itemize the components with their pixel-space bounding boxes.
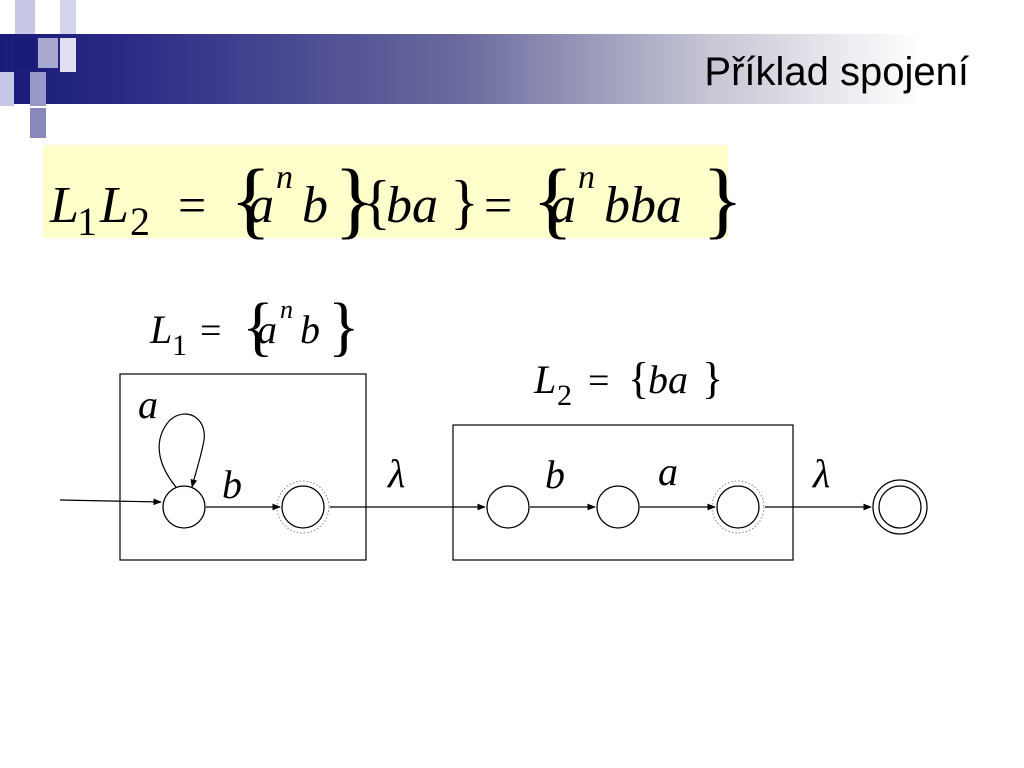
edge-label-lambda-1: λ bbox=[387, 451, 405, 496]
state-accept-outer bbox=[872, 479, 928, 535]
label-L1-a: a bbox=[257, 307, 277, 352]
slide-title: Příklad spojení bbox=[704, 50, 969, 94]
formula-set2-close-brace: } bbox=[450, 169, 479, 235]
decor-square bbox=[30, 72, 46, 106]
formula-set3-bba: bba bbox=[604, 177, 682, 234]
label-L1-letter: L bbox=[149, 307, 172, 352]
label-L2-ba: ba bbox=[648, 357, 688, 402]
state-L2-start bbox=[486, 485, 530, 529]
formula-L1-subscript: 1 bbox=[77, 199, 97, 244]
state-L1-final bbox=[281, 485, 325, 529]
label-L1-b: b bbox=[300, 307, 320, 352]
label-L2-close-brace: } bbox=[702, 354, 723, 403]
formula-highlight-box bbox=[43, 145, 728, 238]
label-L2: L 2 = { ba } bbox=[533, 354, 723, 412]
formula-equals-2: = bbox=[484, 177, 512, 233]
edge-label-loop-a: a bbox=[138, 382, 158, 427]
formula-set3-close-brace: } bbox=[702, 151, 743, 247]
formula-set1-open-brace: { bbox=[230, 151, 271, 247]
label-L2-subscript: 2 bbox=[557, 379, 572, 412]
state-L2-middle bbox=[596, 485, 640, 529]
formula-L1-letter: L bbox=[49, 177, 79, 234]
decor-square bbox=[0, 72, 14, 106]
formula-set3-n-superscript: n bbox=[578, 159, 595, 196]
edge-label-b-L1: b bbox=[222, 462, 242, 507]
formula-set2-ba: ba bbox=[386, 177, 438, 234]
state-accept-inner bbox=[878, 485, 922, 529]
formula-main: L 1 L 2 = { a n b } { ba } = { a n bba } bbox=[49, 151, 743, 247]
formula-set1-close-brace: } bbox=[334, 151, 375, 247]
label-L1: L 1 = { a n b } bbox=[149, 290, 360, 363]
state-L1-start bbox=[162, 485, 206, 529]
decor-square bbox=[38, 38, 58, 68]
automaton-L2-box bbox=[452, 424, 794, 561]
formula-L2-subscript: 2 bbox=[130, 199, 150, 244]
edge-loop-a bbox=[158, 413, 205, 488]
formula-set2-open-brace: { bbox=[362, 169, 391, 235]
label-L1-open-brace: { bbox=[242, 290, 274, 363]
formula-set1-a: a bbox=[248, 177, 274, 234]
header-gradient-band bbox=[0, 34, 1024, 104]
formula-L2-letter: L bbox=[99, 177, 129, 234]
state-L2-final-outer-ring bbox=[711, 480, 765, 534]
automaton-L1-box bbox=[119, 373, 367, 561]
formula-set3-open-brace: { bbox=[532, 151, 573, 247]
label-L2-equals: = bbox=[588, 360, 609, 402]
decor-square bbox=[60, 38, 76, 72]
label-L2-open-brace: { bbox=[628, 354, 649, 403]
label-L1-equals: = bbox=[200, 310, 221, 352]
edge-start-arrow bbox=[59, 498, 162, 506]
label-L1-subscript: 1 bbox=[172, 329, 187, 362]
label-L2-letter: L bbox=[533, 357, 556, 402]
decor-square bbox=[15, 38, 35, 68]
formula-equals-1: = bbox=[178, 177, 206, 233]
decor-square bbox=[30, 108, 46, 138]
edge-label-a-L2: a bbox=[658, 449, 678, 494]
decor-square bbox=[15, 0, 35, 34]
formula-set1-n-superscript: n bbox=[276, 159, 293, 196]
edge-label-lambda-2: λ bbox=[812, 451, 830, 496]
label-L1-n-superscript: n bbox=[280, 295, 293, 324]
edge-label-b-L2: b bbox=[545, 452, 565, 497]
state-L1-final-outer-ring bbox=[276, 480, 330, 534]
decor-square bbox=[60, 0, 76, 34]
formula-set1-b: b bbox=[302, 177, 328, 234]
state-L2-final bbox=[716, 485, 760, 529]
formula-set3-a: a bbox=[550, 177, 576, 234]
label-L1-close-brace: } bbox=[328, 290, 360, 363]
